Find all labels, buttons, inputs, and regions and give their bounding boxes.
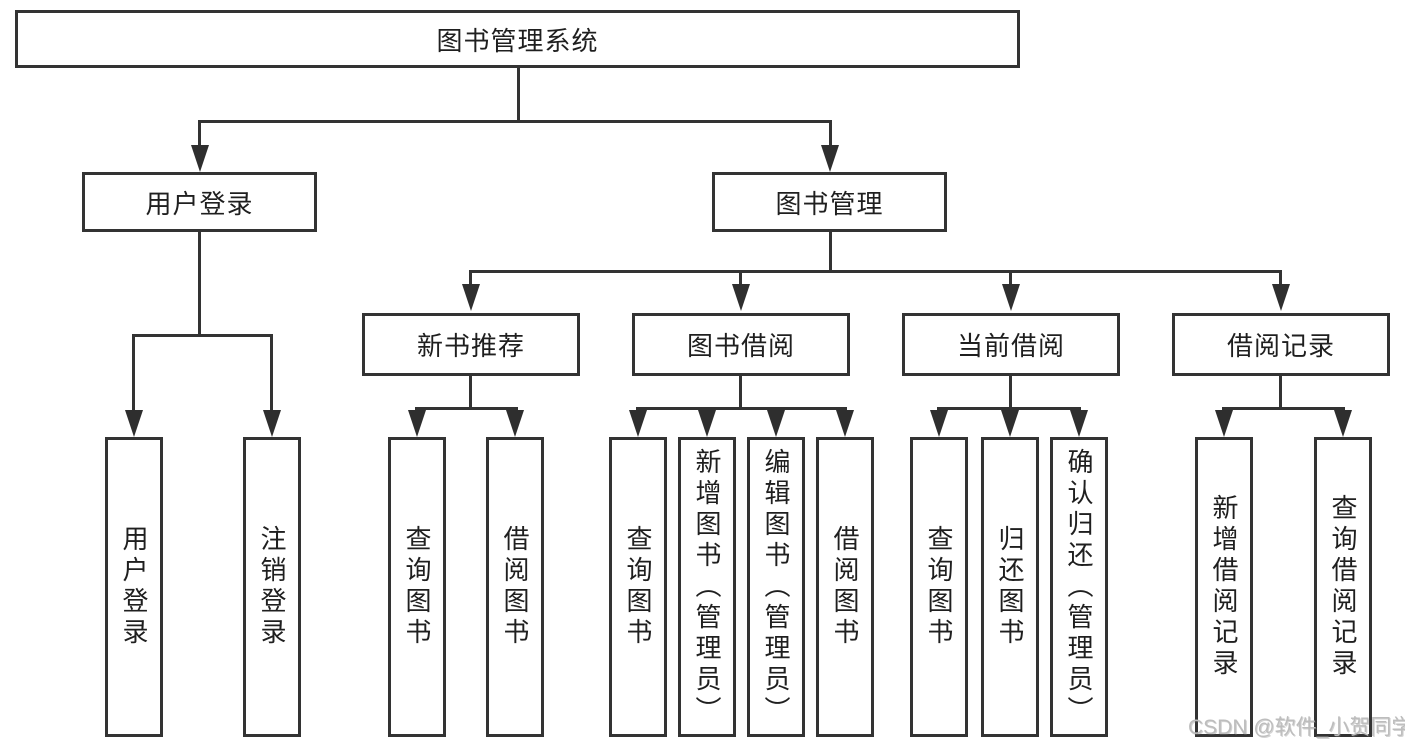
connector-line	[829, 120, 832, 146]
arrow-down	[263, 410, 281, 437]
node-book-management: 图书管理	[712, 172, 947, 232]
leaf-query-books-3: 查询图书	[910, 437, 968, 737]
arrow-down	[732, 284, 750, 311]
arrow-down	[1215, 410, 1233, 437]
connector-line	[469, 270, 472, 286]
connector-line	[636, 407, 847, 410]
connector-line	[1009, 376, 1012, 407]
connector-line	[1279, 376, 1282, 407]
arrow-down	[1070, 410, 1088, 437]
arrow-down	[462, 284, 480, 311]
leaf-query-borrow-record: 查询借阅记录	[1314, 437, 1372, 737]
arrow-down	[408, 410, 426, 437]
connector-line	[1279, 270, 1282, 286]
leaf-edit-books-admin: 编辑图书（管理员）	[747, 437, 805, 737]
arrow-down	[1002, 284, 1020, 311]
arrow-down	[629, 410, 647, 437]
connector-line	[517, 68, 520, 120]
node-user-login: 用户登录	[82, 172, 317, 232]
leaf-logout-login: 注销登录	[243, 437, 301, 737]
leaf-user-login: 用户登录	[105, 437, 163, 737]
leaf-borrow-books-2: 借阅图书	[816, 437, 874, 737]
node-book-borrowing: 图书借阅	[632, 313, 850, 376]
leaf-query-books-1: 查询图书	[388, 437, 446, 737]
arrow-down	[930, 410, 948, 437]
leaf-query-books-2: 查询图书	[609, 437, 667, 737]
leaf-return-books: 归还图书	[981, 437, 1039, 737]
node-root-library-system: 图书管理系统	[15, 10, 1020, 68]
arrow-down	[125, 410, 143, 437]
arrow-down	[1334, 410, 1352, 437]
connector-line	[739, 270, 742, 286]
connector-line	[270, 334, 273, 410]
connector-line	[829, 232, 832, 270]
connector-line	[132, 334, 273, 337]
node-borrowing-records: 借阅记录	[1172, 313, 1390, 376]
node-current-borrowing: 当前借阅	[902, 313, 1120, 376]
node-new-book-recommendation: 新书推荐	[362, 313, 580, 376]
arrow-down	[821, 145, 839, 172]
csdn-watermark: CSDN @软件_小贺同学	[1188, 716, 1405, 739]
leaf-confirm-return-admin: 确认归还（管理员）	[1050, 437, 1108, 737]
connector-line	[937, 407, 1081, 410]
connector-line	[415, 407, 518, 410]
arrow-down	[1272, 284, 1290, 311]
connector-line	[1222, 407, 1345, 410]
arrow-down	[191, 145, 209, 172]
connector-line	[198, 232, 201, 334]
connector-line	[469, 376, 472, 407]
arrow-down	[767, 410, 785, 437]
leaf-add-books-admin: 新增图书（管理员）	[678, 437, 736, 737]
arrow-down	[836, 410, 854, 437]
connector-line	[132, 334, 135, 410]
arrow-down	[698, 410, 716, 437]
connector-line	[469, 270, 1282, 273]
connector-line	[739, 376, 742, 407]
leaf-add-borrow-record: 新增借阅记录	[1195, 437, 1253, 737]
leaf-borrow-books-1: 借阅图书	[486, 437, 544, 737]
connector-line	[1009, 270, 1012, 286]
connector-line	[198, 120, 201, 146]
arrow-down	[506, 410, 524, 437]
connector-line	[198, 120, 832, 123]
arrow-down	[1001, 410, 1019, 437]
